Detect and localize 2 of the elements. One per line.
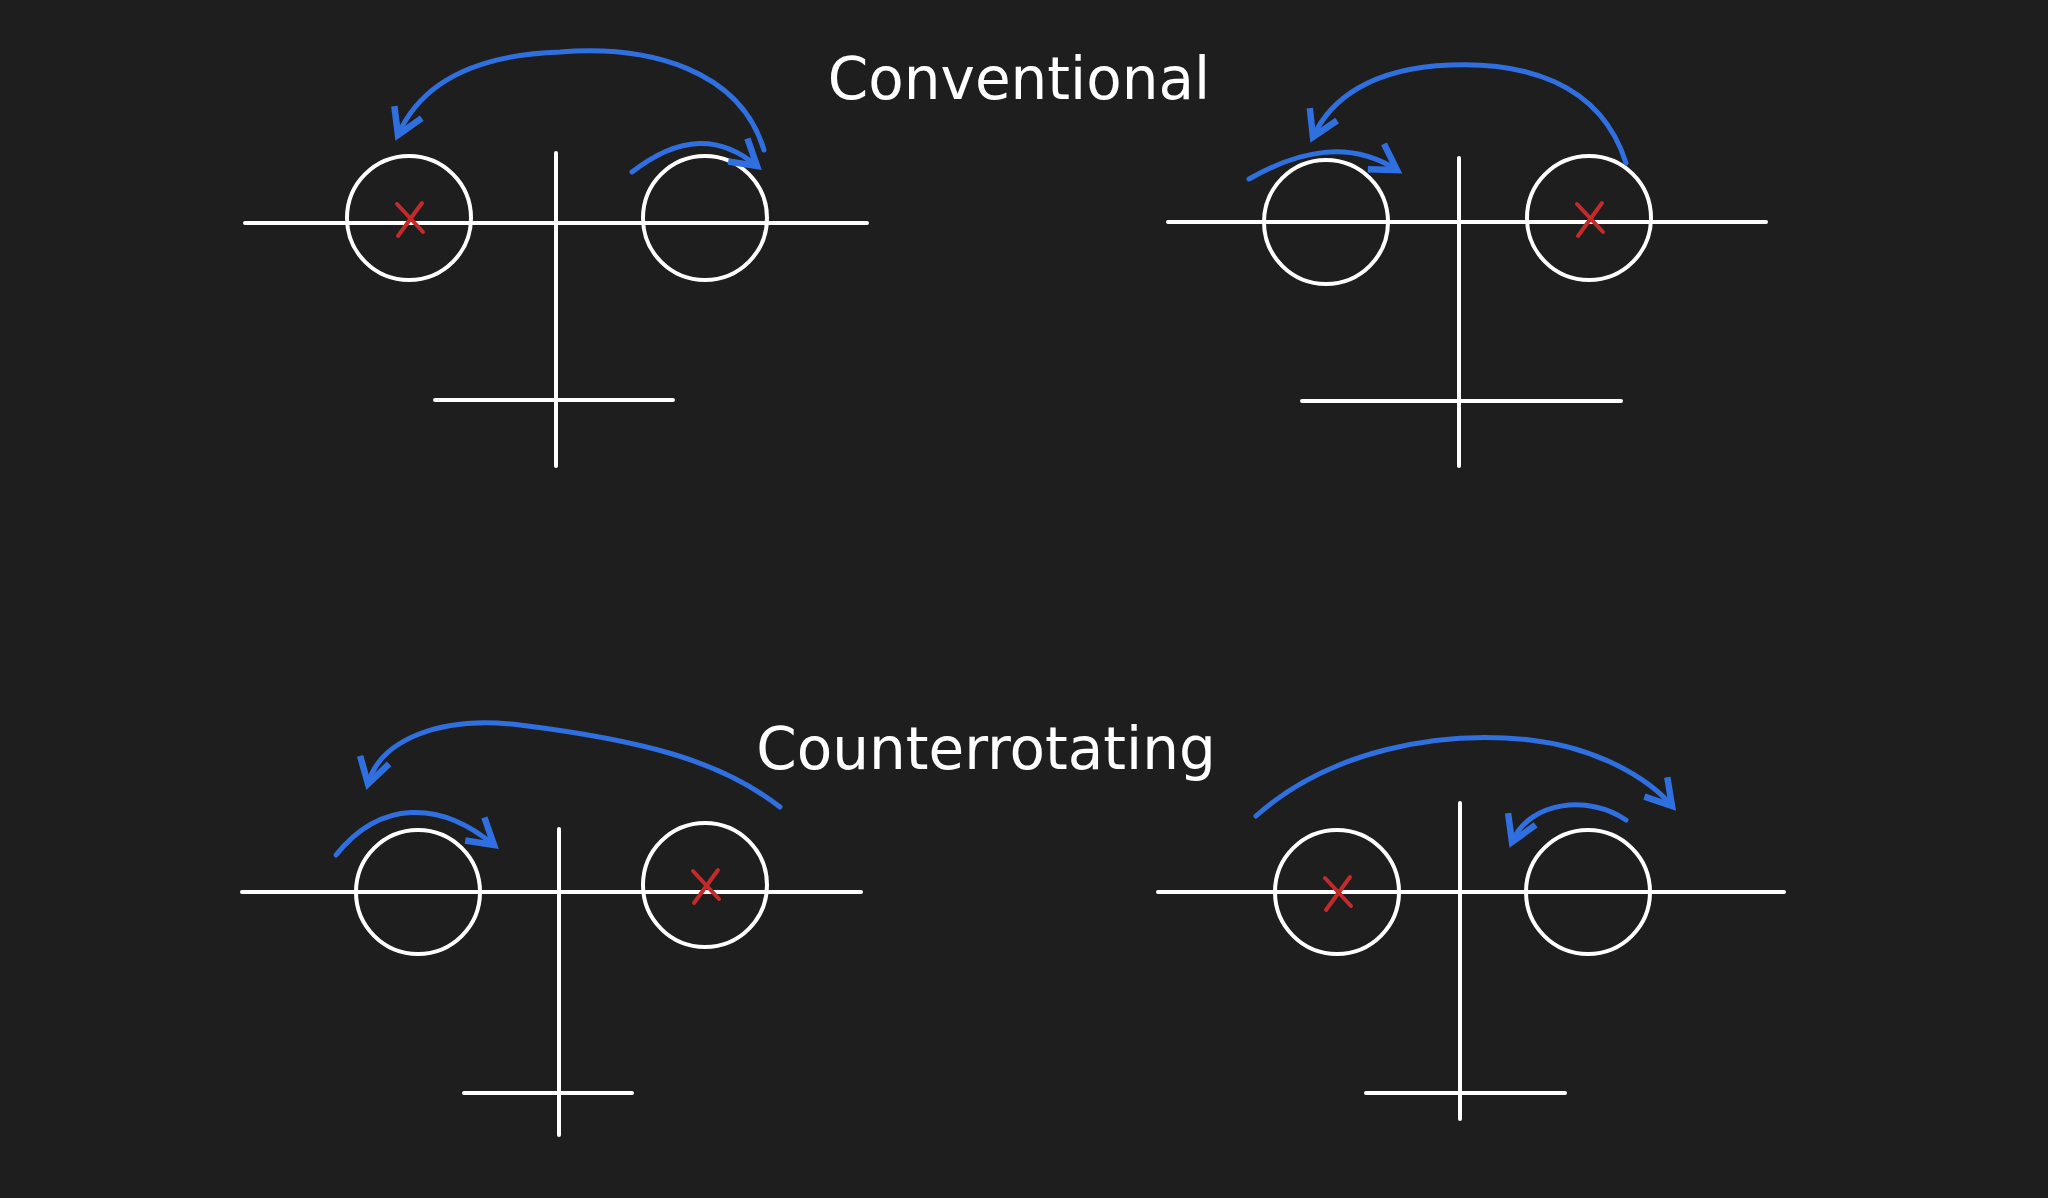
panel-heading: Conventional [827,48,1211,112]
panel-heading: Counterrotating [756,718,1216,782]
